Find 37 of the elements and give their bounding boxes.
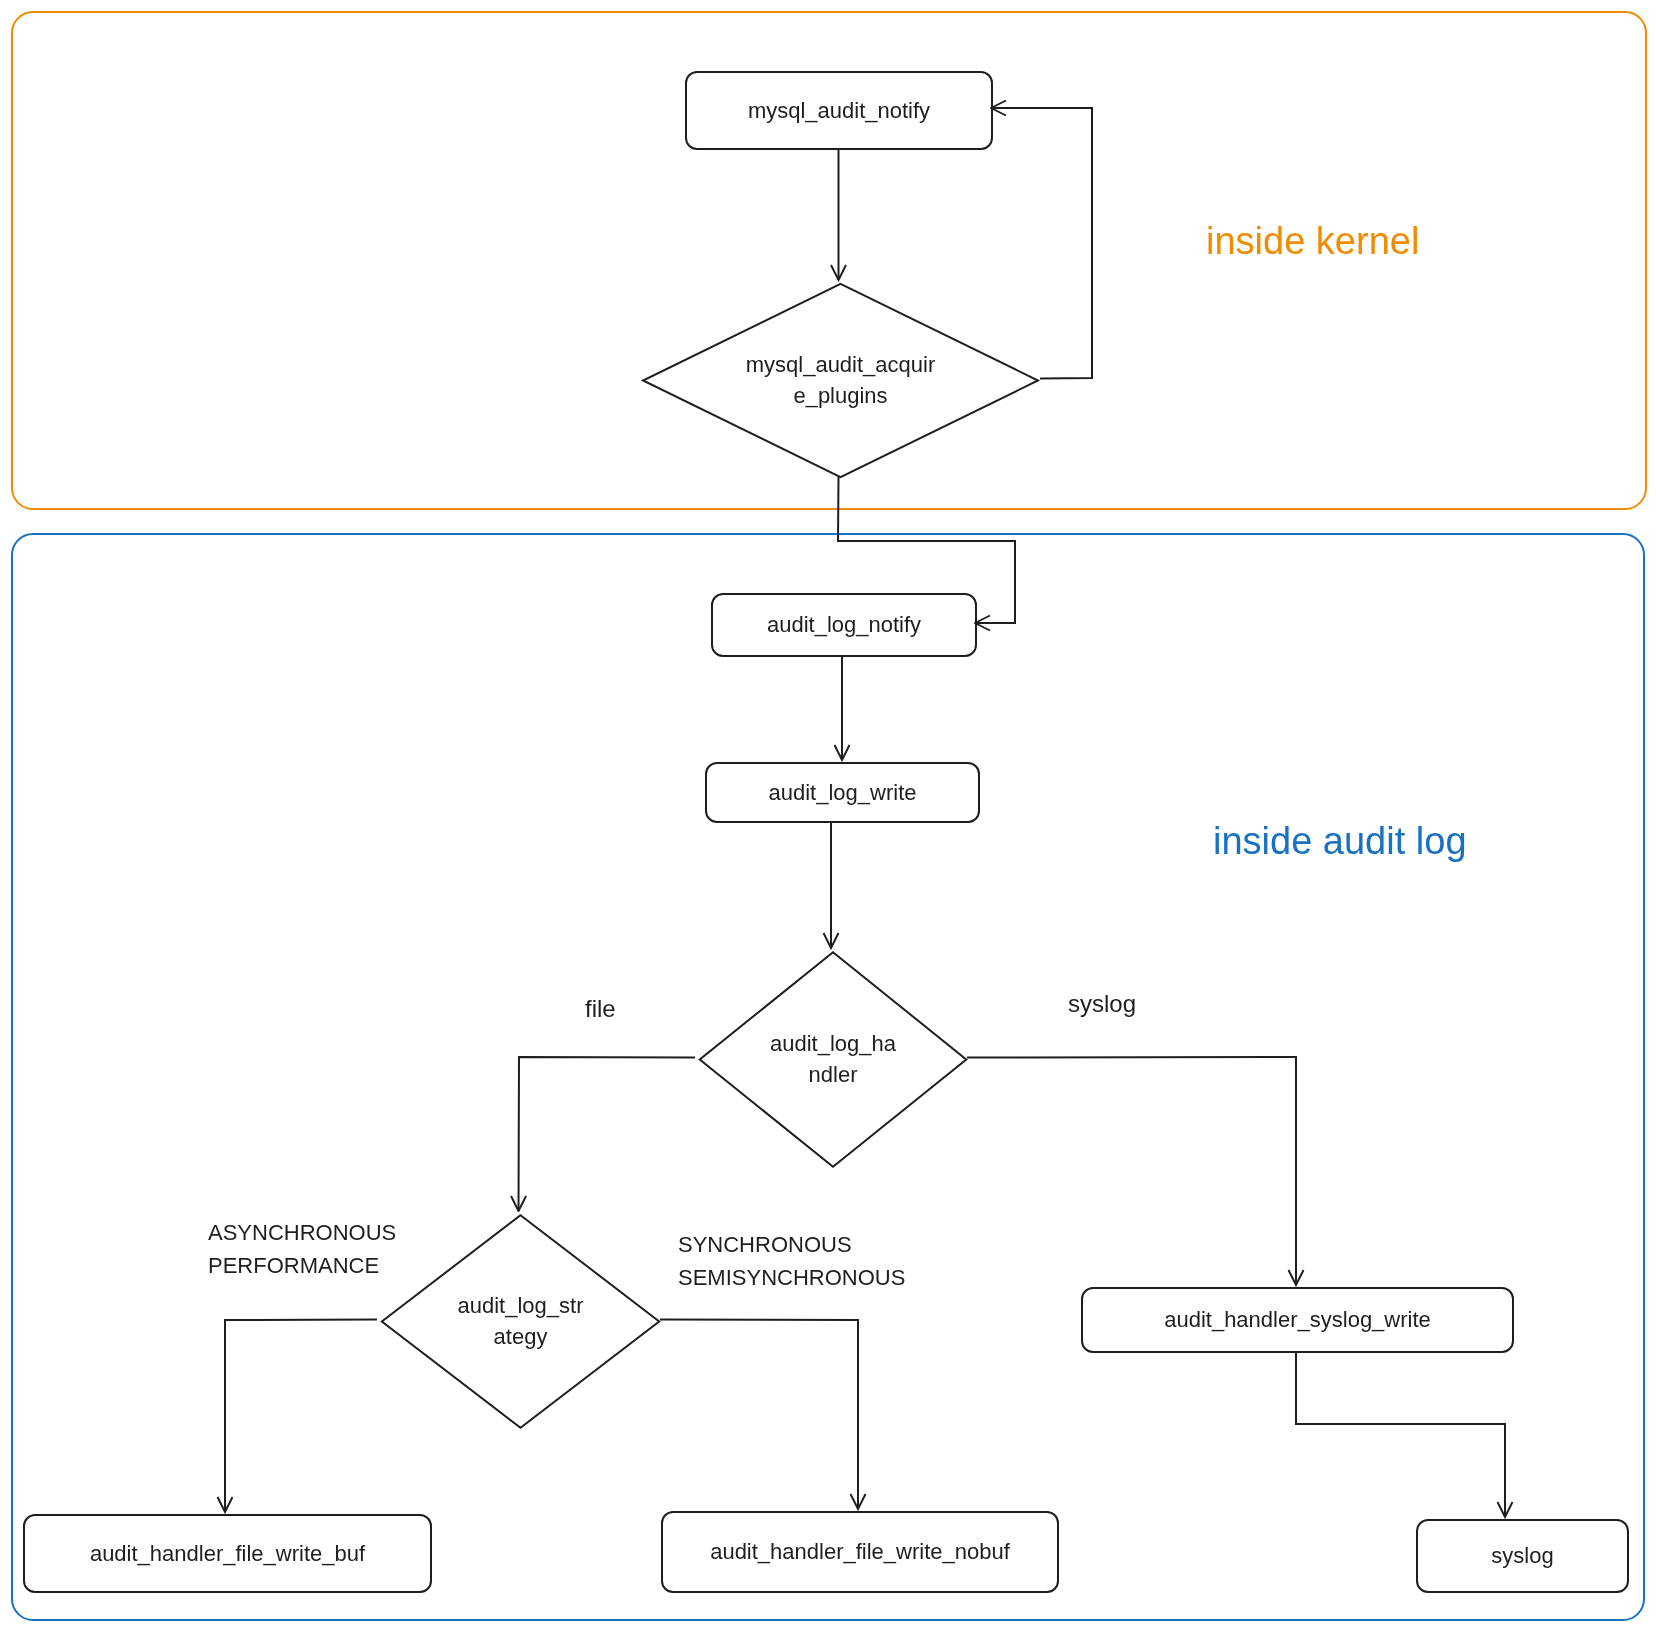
- edge-label: SYNCHRONOUS SEMISYNCHRONOUS: [678, 1231, 907, 1292]
- node-label: audit_handler_file_write_buf: [88, 1540, 367, 1567]
- node-label: audit_log_notify: [765, 612, 923, 638]
- node-label: mysql_audit_notify: [746, 97, 932, 124]
- arrow: [822, 820, 840, 949]
- arrow: [837, 476, 1016, 632]
- process-box: [1081, 1287, 1514, 1353]
- process-box: [705, 762, 980, 823]
- group-label: inside kernel: [1206, 220, 1420, 263]
- node-label: audit_log_strategy: [456, 1291, 585, 1351]
- group-frame: [11, 533, 1645, 1621]
- process-box: [685, 71, 993, 150]
- node-label: mysql_audit_acquire_plugins: [744, 350, 937, 410]
- arrow: [990, 99, 1093, 380]
- arrow: [510, 1056, 696, 1212]
- edge-label: ASYNCHRONOUS PERFORMANCE: [208, 1219, 398, 1280]
- process-box: [711, 593, 977, 657]
- edge-label: file: [585, 995, 616, 1023]
- process-box: [661, 1511, 1059, 1593]
- node-label: audit_log_write: [767, 779, 918, 806]
- edge-label: syslog: [1068, 990, 1137, 1018]
- node-label: syslog: [1490, 1543, 1555, 1569]
- decision-diamond: [639, 282, 1042, 479]
- group-frame: [11, 11, 1647, 510]
- process-box: [23, 1514, 432, 1593]
- node-label: audit_log_handler: [769, 1029, 897, 1089]
- node-label: audit_handler_syslog_write: [1163, 1307, 1432, 1333]
- arrow: [659, 1318, 867, 1510]
- arrow: [1295, 1350, 1514, 1518]
- group-label: inside audit log: [1213, 820, 1467, 863]
- process-box: [1416, 1519, 1629, 1593]
- decision-diamond: [697, 950, 969, 1169]
- arrow: [830, 147, 847, 281]
- arrow: [216, 1318, 378, 1513]
- node-label: audit_handler_file_write_nobuf: [709, 1539, 1011, 1565]
- arrow: [833, 654, 851, 761]
- arrow: [966, 1056, 1305, 1286]
